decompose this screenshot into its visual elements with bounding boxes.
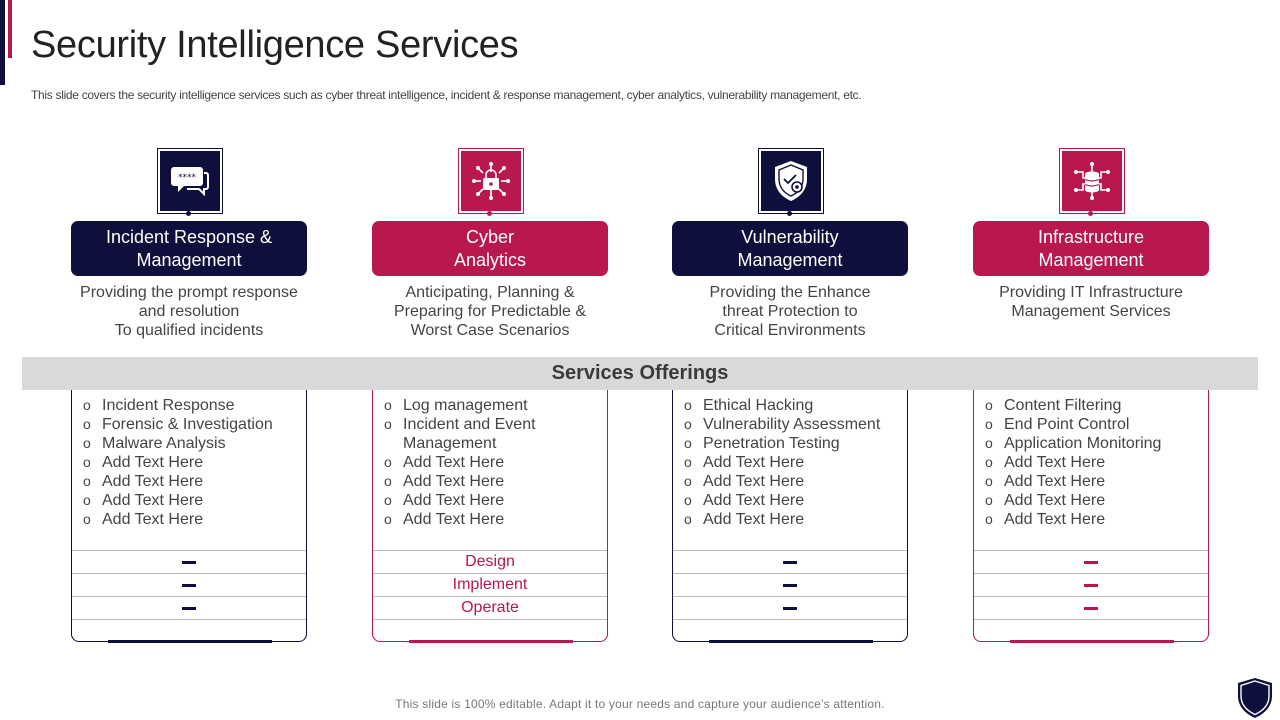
service-title: Cyber Analytics — [372, 221, 608, 276]
phase-row — [974, 550, 1208, 573]
row-divider — [974, 619, 1208, 620]
accent-bar-pink — [8, 0, 12, 58]
service-title: Vulnerability Management — [672, 221, 908, 276]
icon-frame — [1059, 148, 1125, 214]
phase-row-design: Design — [373, 550, 607, 573]
service-description: Providing the prompt response and resolu… — [80, 284, 298, 339]
svg-text:****: **** — [178, 173, 197, 183]
phase-row — [673, 550, 907, 573]
list-item: Vulnerability Assessment — [683, 415, 907, 434]
list-item: Forensic & Investigation — [82, 415, 306, 434]
service-card: Content Filtering End Point Control Appl… — [973, 386, 1209, 643]
list-item: Add Text Here — [984, 510, 1208, 529]
database-network-icon — [1062, 151, 1122, 211]
list-item: Add Text Here — [683, 472, 907, 491]
list-item: Add Text Here — [984, 453, 1208, 472]
phase-row — [72, 596, 306, 619]
icon-frame — [758, 148, 824, 214]
service-description: Providing the Enhance threat Protection … — [709, 284, 871, 339]
connector-dot — [787, 211, 792, 216]
dash-marker — [182, 560, 196, 564]
connector-dot — [1088, 211, 1093, 216]
list-item: Add Text Here — [383, 510, 607, 529]
services-offerings-band: Services Offerings — [22, 357, 1258, 390]
service-column-infrastructure: Infrastructure Management Providing IT I… — [973, 148, 1209, 643]
offerings-list: Log management Incident and Event Manage… — [383, 396, 607, 529]
dash-marker — [783, 583, 797, 587]
service-description: Anticipating, Planning & Preparing for P… — [393, 284, 587, 339]
dash-marker — [182, 606, 196, 610]
row-divider — [673, 619, 907, 620]
phase-row — [72, 573, 306, 596]
list-item: Add Text Here — [683, 510, 907, 529]
list-item: Add Text Here — [383, 453, 607, 472]
list-item: Add Text Here — [82, 472, 306, 491]
phase-row — [974, 596, 1208, 619]
icon-frame — [458, 148, 524, 214]
list-item: Malware Analysis — [82, 434, 306, 453]
service-title: Infrastructure Management — [973, 221, 1209, 276]
service-card: Incident Response Forensic & Investigati… — [71, 386, 307, 643]
list-item: Ethical Hacking — [683, 396, 907, 415]
list-item: Add Text Here — [82, 491, 306, 510]
service-card: Ethical Hacking Vulnerability Assessment… — [672, 386, 908, 643]
dash-marker — [182, 583, 196, 587]
row-divider — [373, 619, 607, 620]
offerings-list: Content Filtering End Point Control Appl… — [984, 396, 1208, 529]
service-column-incident-response: **** Incident Response & Management Prov… — [71, 148, 307, 643]
footer-note: This slide is 100% editable. Adapt it to… — [395, 697, 885, 711]
slide-title: Security Intelligence Services — [31, 24, 519, 66]
service-card: Log management Incident and Event Manage… — [372, 386, 608, 643]
list-item: Add Text Here — [383, 491, 607, 510]
list-item: Application Monitoring — [984, 434, 1208, 453]
service-column-cyber-analytics: Cyber Analytics Anticipating, Planning &… — [372, 148, 608, 643]
service-title: Incident Response & Management — [71, 221, 307, 276]
list-item: Content Filtering — [984, 396, 1208, 415]
chat-password-icon: **** — [160, 151, 220, 211]
list-item: Add Text Here — [984, 472, 1208, 491]
card-bottom-bar — [108, 640, 272, 643]
phase-row — [673, 573, 907, 596]
offerings-list: Incident Response Forensic & Investigati… — [82, 396, 306, 529]
slide-subtitle: This slide covers the security intellige… — [31, 88, 862, 102]
connector-dot — [186, 211, 191, 216]
list-item: Penetration Testing — [683, 434, 907, 453]
dash-marker — [783, 606, 797, 610]
list-item: End Point Control — [984, 415, 1208, 434]
list-item: Add Text Here — [82, 453, 306, 472]
row-divider — [72, 619, 306, 620]
dash-marker — [783, 560, 797, 564]
list-item: Log management — [383, 396, 607, 415]
shield-logo-icon — [1236, 677, 1274, 719]
list-item: Incident Response — [82, 396, 306, 415]
phase-row — [72, 550, 306, 573]
accent-bar-navy — [0, 0, 5, 85]
card-bottom-bar — [409, 640, 573, 643]
icon-frame: **** — [157, 148, 223, 214]
dash-marker — [1084, 560, 1098, 564]
card-bottom-bar — [709, 640, 873, 643]
list-item: Add Text Here — [383, 472, 607, 491]
list-item: Add Text Here — [984, 491, 1208, 510]
phase-row-operate: Operate — [373, 596, 607, 619]
service-column-vulnerability: Vulnerability Management Providing the E… — [672, 148, 908, 643]
offerings-list: Ethical Hacking Vulnerability Assessment… — [683, 396, 907, 529]
list-item: Add Text Here — [683, 453, 907, 472]
list-item: Add Text Here — [82, 510, 306, 529]
shield-gear-icon — [761, 151, 821, 211]
list-item: Add Text Here — [683, 491, 907, 510]
network-lock-icon — [461, 151, 521, 211]
phase-row — [673, 596, 907, 619]
phase-row-implement: Implement — [373, 573, 607, 596]
card-bottom-bar — [1010, 640, 1174, 643]
dash-marker — [1084, 606, 1098, 610]
phase-row — [974, 573, 1208, 596]
list-item: Incident and Event Management — [383, 415, 607, 453]
connector-dot — [487, 211, 492, 216]
service-description: Providing IT Infrastructure Management S… — [999, 284, 1183, 320]
dash-marker — [1084, 583, 1098, 587]
